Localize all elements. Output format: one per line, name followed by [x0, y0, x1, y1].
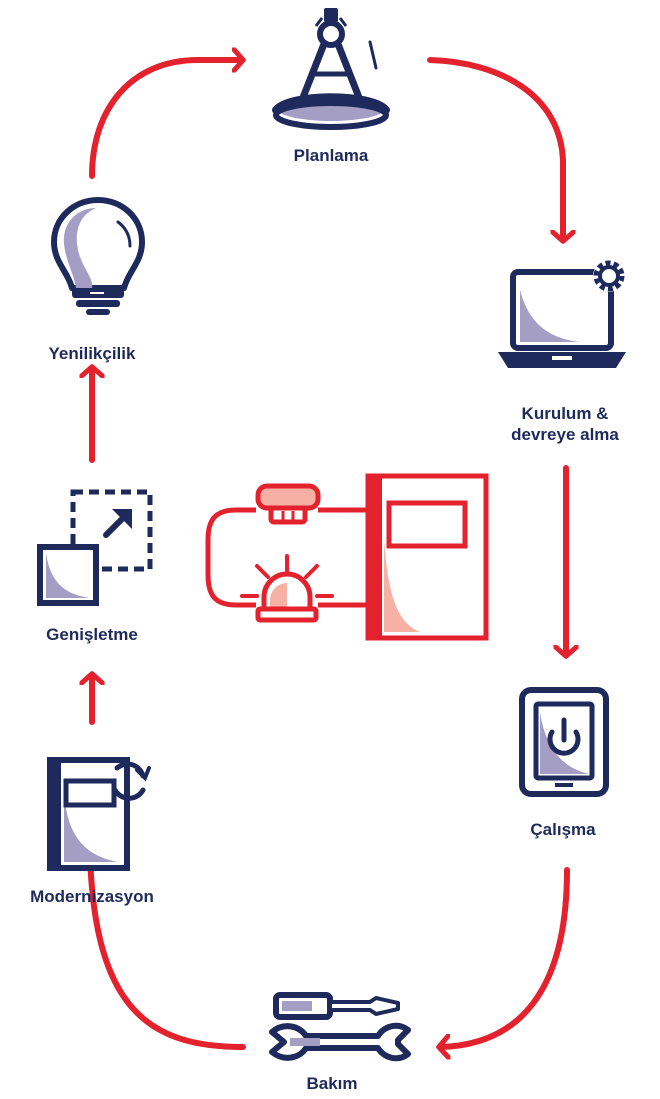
stage-label-innovation: Yenilikçilik [0, 343, 184, 364]
stage-label-installation: Kurulum & devreye alma [470, 403, 660, 445]
lightbulb-icon [51, 197, 145, 315]
arrow-operation-to-maintenance [440, 867, 570, 1047]
expand-icon [37, 489, 153, 606]
arrow-planning-to-installation [427, 57, 563, 240]
installation-label-line1: Kurulum & [521, 404, 609, 423]
arrow-maintenance-to-modernization [90, 855, 246, 1050]
stage-label-operation: Çalışma [468, 819, 658, 840]
stage-label-planning: Planlama [231, 145, 431, 166]
installation-label-line2: devreye alma [511, 425, 619, 444]
stage-label-maintenance: Bakım [237, 1073, 427, 1094]
panel-refresh-icon [47, 757, 151, 871]
stage-label-modernization: Modernizasyon [0, 886, 184, 907]
flow-arrows [90, 60, 567, 1047]
stage-label-expansion: Genişletme [0, 624, 184, 645]
modernization-label: Modernizasyon [30, 887, 154, 906]
laptop-gear-icon [498, 260, 626, 368]
fire-alarm-system-icon [205, 473, 489, 641]
compass-icon [272, 8, 390, 130]
arrow-innovation-to-planning [89, 60, 242, 179]
operation-label: Çalışma [530, 820, 596, 839]
innovation-label: Yenilikçilik [48, 344, 136, 363]
tablet-power-icon [519, 687, 609, 797]
tools-icon [269, 992, 411, 1062]
planning-label: Planlama [293, 146, 369, 165]
expansion-label: Genişletme [46, 625, 138, 644]
maintenance-label: Bakım [306, 1074, 358, 1093]
